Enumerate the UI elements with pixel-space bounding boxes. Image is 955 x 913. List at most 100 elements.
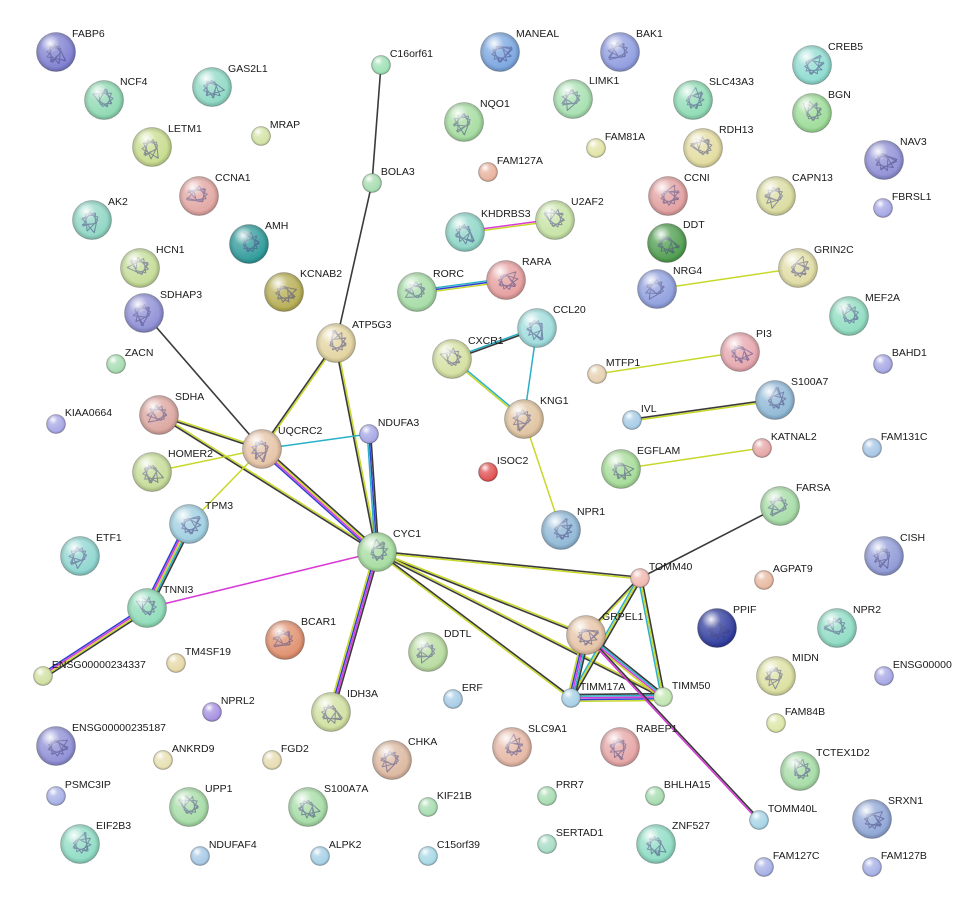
node-mrap[interactable]: MRAP	[251, 119, 301, 146]
node-ncf4[interactable]: NCF4	[84, 76, 148, 120]
node-psmc3ip[interactable]: PSMC3IP	[46, 779, 111, 806]
node-grin2c[interactable]: GRIN2C	[778, 244, 855, 288]
node-mtfp1[interactable]: MTFP1	[587, 357, 641, 384]
node-ndufa3[interactable]: NDUFA3	[359, 417, 420, 444]
node-s100a7[interactable]: S100A7	[755, 376, 829, 420]
node-tomm40[interactable]: TOMM40	[630, 561, 693, 588]
node-alpk2[interactable]: ALPK2	[310, 839, 362, 866]
node-egflam[interactable]: EGFLAM	[601, 445, 681, 489]
node-ccni[interactable]: CCNI	[648, 172, 710, 216]
node-cxcr1[interactable]: CXCR1	[432, 335, 504, 379]
node-c15orf39[interactable]: C15orf39	[418, 839, 481, 866]
node-sertad1[interactable]: SERTAD1	[537, 827, 604, 854]
node-ivl[interactable]: IVL	[622, 403, 657, 430]
node-kcnab2[interactable]: KCNAB2	[264, 268, 343, 312]
node-pi3[interactable]: PI3	[720, 328, 772, 372]
node-rara[interactable]: RARA	[486, 256, 552, 300]
node-agpat9[interactable]: AGPAT9	[754, 563, 813, 590]
node-eif2b3[interactable]: EIF2B3	[60, 820, 132, 864]
node-ensg00000235187[interactable]: ENSG00000235187	[36, 722, 167, 766]
node-cish[interactable]: CISH	[864, 532, 926, 576]
node-fabp6[interactable]: FABP6	[36, 28, 105, 72]
node-ppif[interactable]: PPIF	[697, 604, 757, 648]
node-maneal[interactable]: MANEAL	[480, 28, 560, 72]
node-amh[interactable]: AMH	[229, 220, 289, 264]
node-fam84b[interactable]: FAM84B	[766, 706, 826, 733]
node-npr2[interactable]: NPR2	[817, 604, 882, 648]
node-ak2[interactable]: AK2	[72, 196, 129, 240]
node-bak1[interactable]: BAK1	[600, 28, 664, 72]
node-znf527[interactable]: ZNF527	[636, 820, 711, 864]
node-tnni3[interactable]: TNNI3	[127, 584, 194, 628]
node-ensg00000[interactable]: ENSG00000	[874, 659, 952, 686]
node-ddt[interactable]: DDT	[647, 219, 706, 263]
node-chka[interactable]: CHKA	[372, 736, 438, 780]
node-hcn1[interactable]: HCN1	[120, 244, 185, 288]
node-fam131c[interactable]: FAM131C	[862, 431, 928, 458]
node-fam127c[interactable]: FAM127C	[754, 850, 820, 877]
node-srxn1[interactable]: SRXN1	[852, 795, 924, 839]
node-ndufaf4[interactable]: NDUFAF4	[190, 839, 257, 866]
node-tctex1d2[interactable]: TCTEX1D2	[780, 747, 870, 791]
node-bcar1[interactable]: BCAR1	[265, 616, 337, 660]
node-uqcrc2[interactable]: UQCRC2	[242, 425, 323, 469]
node-fam127b[interactable]: FAM127B	[862, 850, 927, 877]
node-zacn[interactable]: ZACN	[106, 347, 154, 374]
node-rabep1[interactable]: RABEP1	[600, 723, 678, 767]
node-letm1[interactable]: LETM1	[132, 123, 203, 167]
node-upp1[interactable]: UPP1	[169, 783, 233, 827]
node-fgd2[interactable]: FGD2	[262, 743, 310, 770]
node-midn[interactable]: MIDN	[756, 652, 819, 696]
node-sdhap3[interactable]: SDHAP3	[124, 289, 203, 333]
node-bahd1[interactable]: BAHD1	[873, 347, 928, 374]
node-prr7[interactable]: PRR7	[537, 779, 585, 806]
node-u2af2[interactable]: U2AF2	[535, 196, 604, 240]
node-bola3[interactable]: BOLA3	[362, 166, 415, 193]
node-gas2l1[interactable]: GAS2L1	[192, 63, 268, 107]
node-idh3a[interactable]: IDH3A	[311, 688, 378, 732]
node-nprl2[interactable]: NPRL2	[202, 695, 255, 722]
node-fbrsl1[interactable]: FBRSL1	[873, 191, 932, 218]
node-bgn[interactable]: BGN	[792, 89, 851, 133]
node-timm50[interactable]: TIMM50	[653, 680, 711, 707]
node-farsa[interactable]: FARSA	[760, 482, 831, 526]
node-c16orf61[interactable]: C16orf61	[371, 48, 434, 75]
node-fam81a[interactable]: FAM81A	[586, 131, 646, 158]
node-erf[interactable]: ERF	[443, 682, 483, 709]
node-rorc[interactable]: RORC	[397, 268, 465, 312]
node-slc9a1[interactable]: SLC9A1	[492, 723, 568, 767]
node-kif21b[interactable]: KIF21B	[418, 790, 472, 817]
node-sdha[interactable]: SDHA	[139, 391, 205, 435]
node-s100a7a[interactable]: S100A7A	[288, 783, 369, 827]
node-timm17a[interactable]: TIMM17A	[561, 681, 626, 708]
node-capn13[interactable]: CAPN13	[756, 172, 834, 216]
node-ddtl[interactable]: DDTL	[408, 628, 472, 672]
node-tomm40l[interactable]: TOMM40L	[749, 803, 818, 830]
node-creb5[interactable]: CREB5	[792, 41, 864, 85]
node-ccna1[interactable]: CCNA1	[179, 172, 251, 216]
node-ensg00000234337[interactable]: ENSG00000234337	[33, 659, 146, 686]
node-rdh13[interactable]: RDH13	[683, 124, 754, 168]
node-fam127a[interactable]: FAM127A	[478, 155, 543, 182]
node-isoc2[interactable]: ISOC2	[478, 455, 529, 482]
node-nav3[interactable]: NAV3	[864, 136, 927, 180]
node-ankrd9[interactable]: ANKRD9	[153, 743, 215, 770]
node-ccl20[interactable]: CCL20	[517, 304, 586, 348]
node-katnal2[interactable]: KATNAL2	[752, 431, 817, 458]
node-homer2[interactable]: HOMER2	[132, 448, 214, 492]
node-mef2a[interactable]: MEF2A	[829, 292, 901, 336]
node-kng1[interactable]: KNG1	[504, 395, 569, 439]
node-nqo1[interactable]: NQO1	[444, 98, 510, 142]
node-grpel1[interactable]: GRPEL1	[566, 611, 644, 655]
node-atp5g3[interactable]: ATP5G3	[316, 319, 392, 363]
node-cyc1[interactable]: CYC1	[357, 528, 422, 572]
node-khdrbs3[interactable]: KHDRBS3	[445, 208, 531, 252]
node-tpm3[interactable]: TPM3	[169, 500, 234, 544]
node-kiaa0664[interactable]: KIAA0664	[46, 407, 113, 434]
node-tm4sf19[interactable]: TM4SF19	[166, 646, 232, 673]
node-bhlha15[interactable]: BHLHA15	[645, 779, 711, 806]
node-npr1[interactable]: NPR1	[541, 506, 606, 550]
node-nrg4[interactable]: NRG4	[637, 265, 703, 309]
node-etf1[interactable]: ETF1	[60, 532, 122, 576]
node-slc43a3[interactable]: SLC43A3	[673, 76, 755, 120]
